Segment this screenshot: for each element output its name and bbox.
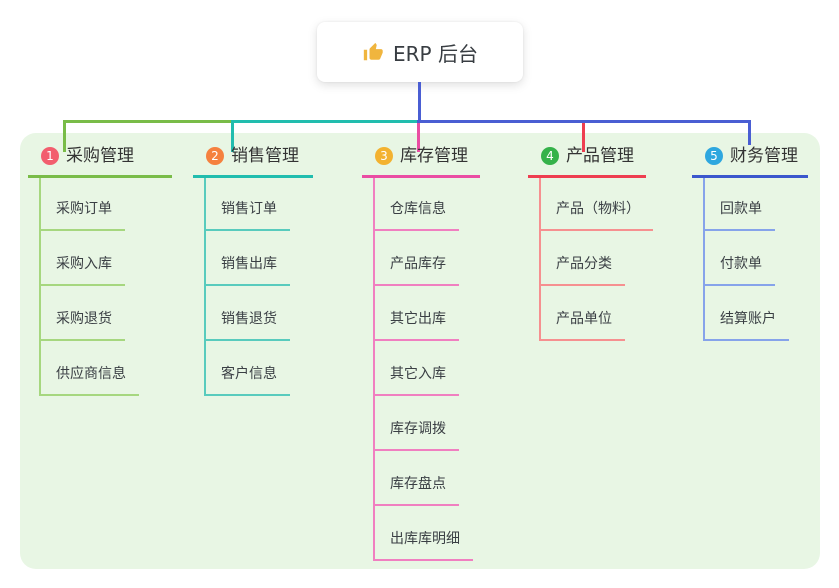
branch-1-node[interactable]: 1 采购管理 bbox=[28, 145, 172, 178]
connector-drop-branch-5 bbox=[748, 120, 751, 145]
thumbs-up-icon bbox=[362, 41, 384, 63]
branch-4-node[interactable]: 4 产品管理 bbox=[528, 145, 646, 178]
branch-2-child-rail bbox=[204, 178, 206, 396]
branch-1-child-node[interactable]: 采购入库 bbox=[39, 255, 125, 286]
branch-5-number-badge: 5 bbox=[705, 147, 723, 165]
branch-1-child-node[interactable]: 采购订单 bbox=[39, 200, 125, 231]
connector-drop-branch-2 bbox=[231, 120, 234, 152]
branch-3-child-node[interactable]: 仓库信息 bbox=[373, 200, 459, 231]
branch-5-label: 财务管理 bbox=[730, 146, 798, 166]
branch-3-number-badge: 3 bbox=[375, 147, 393, 165]
branch-3-label: 库存管理 bbox=[400, 146, 468, 166]
connector-horizontal-green bbox=[63, 120, 234, 123]
branch-5-child-node[interactable]: 结算账户 bbox=[703, 310, 789, 341]
branch-3-child-node[interactable]: 其它入库 bbox=[373, 365, 459, 396]
branch-5-child-node[interactable]: 回款单 bbox=[703, 200, 775, 231]
connector-root-stem bbox=[418, 82, 421, 123]
branch-2-child-node[interactable]: 销售订单 bbox=[204, 200, 290, 231]
branch-3-node[interactable]: 3 库存管理 bbox=[362, 145, 480, 178]
branch-2-child-node[interactable]: 客户信息 bbox=[204, 365, 290, 396]
branches-background-panel bbox=[20, 133, 820, 569]
branch-3-child-rail bbox=[373, 178, 375, 561]
branch-3-child-node[interactable]: 产品库存 bbox=[373, 255, 459, 286]
branch-5-child-rail bbox=[703, 178, 705, 341]
branch-1-child-node[interactable]: 采购退货 bbox=[39, 310, 125, 341]
branch-2-node[interactable]: 2 销售管理 bbox=[193, 145, 313, 178]
branch-4-child-node[interactable]: 产品（物料） bbox=[539, 200, 653, 231]
branch-4-child-node[interactable]: 产品单位 bbox=[539, 310, 625, 341]
branch-2-child-node[interactable]: 销售出库 bbox=[204, 255, 290, 286]
branch-1-child-node[interactable]: 供应商信息 bbox=[39, 365, 139, 396]
branch-1-number-badge: 1 bbox=[41, 147, 59, 165]
connector-horizontal-teal bbox=[231, 120, 420, 123]
branch-2-child-node[interactable]: 销售退货 bbox=[204, 310, 290, 341]
branch-2-label: 销售管理 bbox=[231, 146, 299, 166]
branch-4-label: 产品管理 bbox=[566, 146, 634, 166]
branch-4-number-badge: 4 bbox=[541, 147, 559, 165]
branch-3-child-node[interactable]: 库存调拨 bbox=[373, 420, 459, 451]
branch-3-child-node[interactable]: 其它出库 bbox=[373, 310, 459, 341]
connector-horizontal-indigo bbox=[417, 120, 751, 123]
branch-5-node[interactable]: 5 财务管理 bbox=[692, 145, 808, 178]
branch-1-child-rail bbox=[39, 178, 41, 396]
root-node[interactable]: ERP 后台 bbox=[317, 22, 523, 82]
branch-2-number-badge: 2 bbox=[206, 147, 224, 165]
branch-1-label: 采购管理 bbox=[66, 146, 134, 166]
connector-drop-branch-1 bbox=[63, 120, 66, 152]
connector-drop-branch-4 bbox=[582, 120, 585, 152]
branch-4-child-node[interactable]: 产品分类 bbox=[539, 255, 625, 286]
branch-5-child-node[interactable]: 付款单 bbox=[703, 255, 775, 286]
branch-4-child-rail bbox=[539, 178, 541, 341]
root-node-label: ERP 后台 bbox=[393, 41, 478, 66]
branch-3-child-node[interactable]: 库存盘点 bbox=[373, 475, 459, 506]
branch-3-child-node[interactable]: 出库库明细 bbox=[373, 530, 473, 561]
connector-drop-branch-3 bbox=[417, 120, 420, 152]
